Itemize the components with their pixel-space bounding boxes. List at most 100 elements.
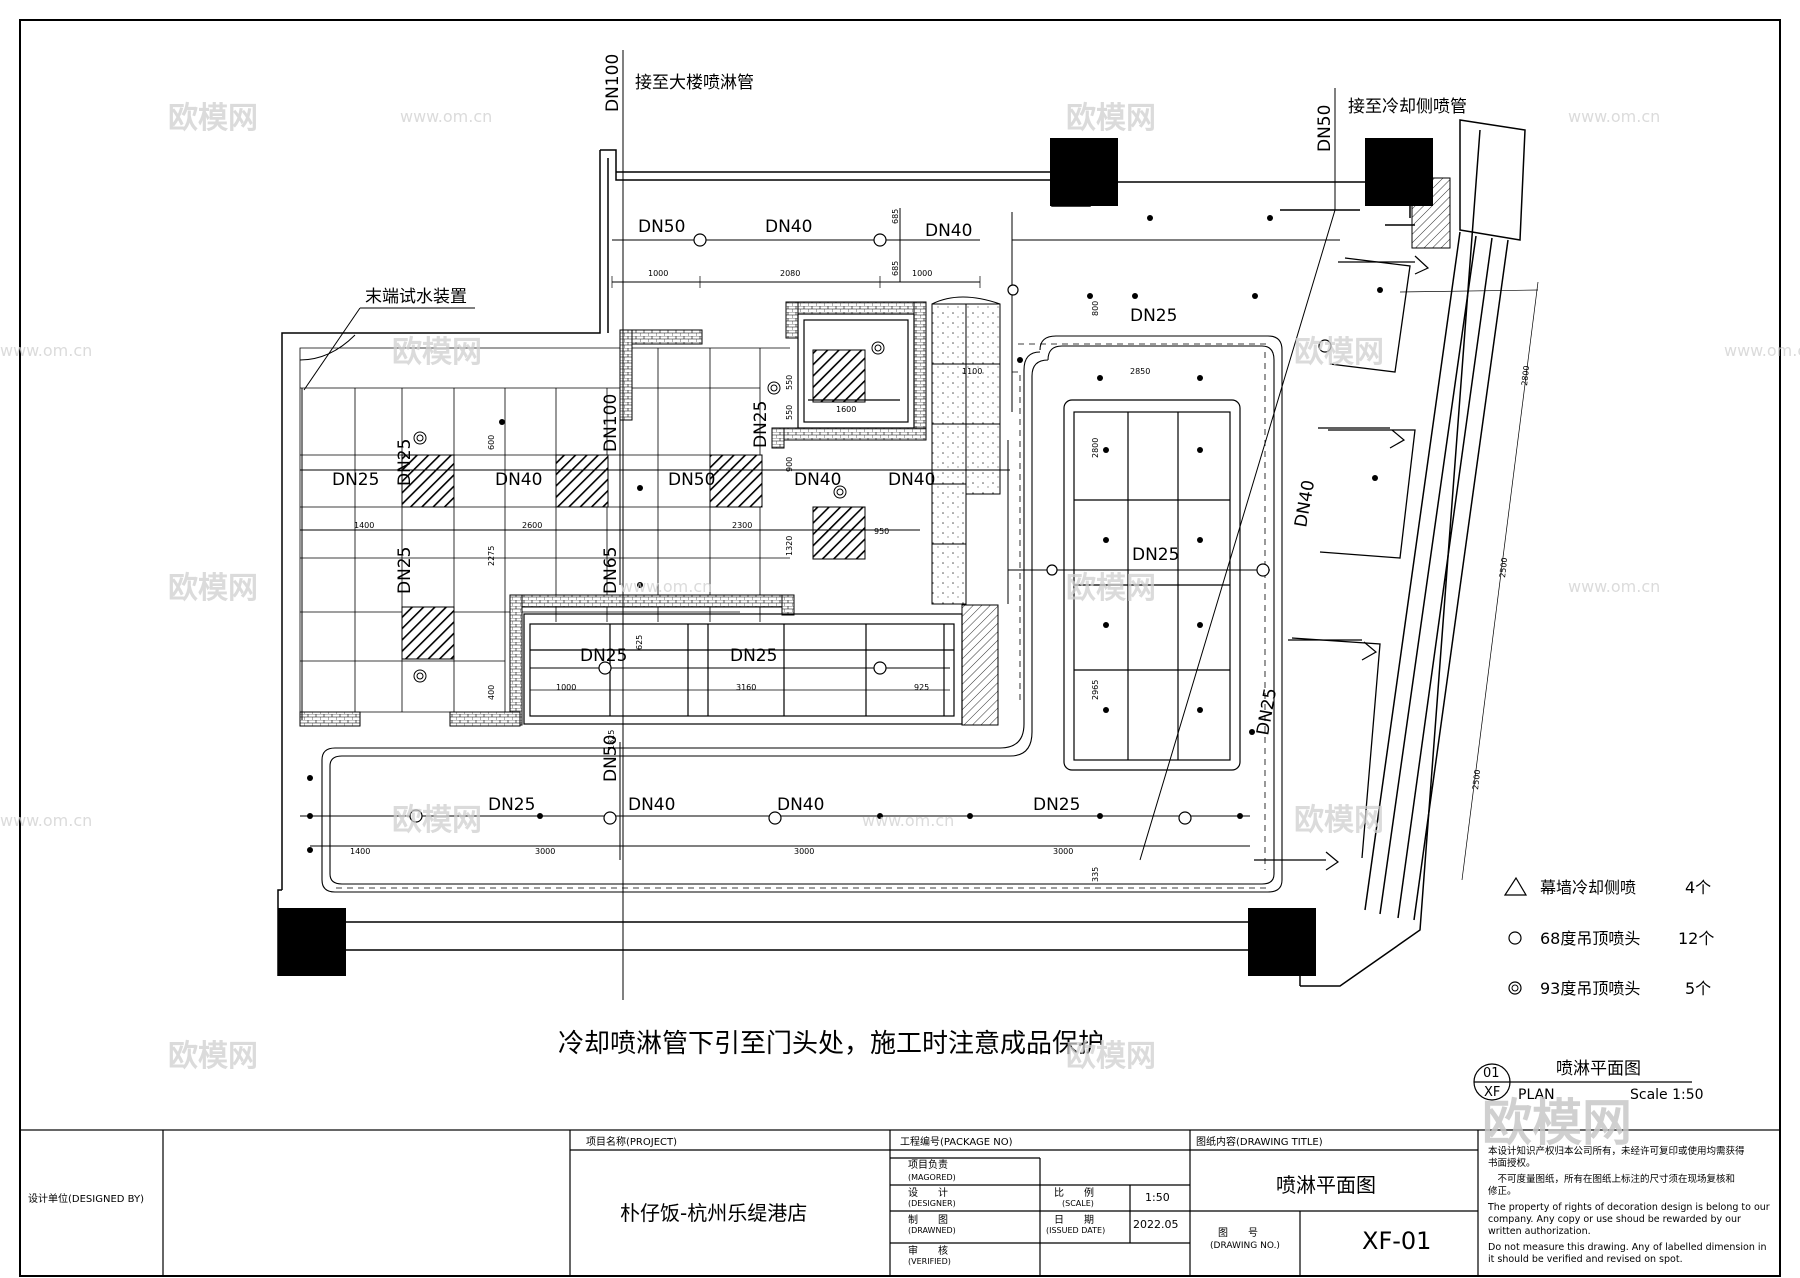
plan-label: 01 XF 喷淋平面图 PLAN Scale 1:50 <box>1473 1059 1704 1103</box>
sprinkler-heads <box>409 233 1332 825</box>
label-dn40-top-a: DN40 <box>765 217 812 237</box>
svg-text:93度吊顶喷头: 93度吊顶喷头 <box>1540 979 1640 998</box>
title-block-text: 设计单位(DESIGNED BY) 项目名称(PROJECT) 朴仔饭-杭州乐缇… <box>28 1135 1770 1266</box>
nozzle-dots <box>307 215 1383 853</box>
svg-text:1400: 1400 <box>354 521 374 530</box>
dimension-lines <box>300 276 1539 881</box>
curtain-supply-label: 接至冷却侧喷管 <box>1348 97 1467 117</box>
title-block <box>19 1129 1781 1277</box>
svg-text:5个: 5个 <box>1685 979 1711 998</box>
label-dn40-low-b: DN40 <box>777 795 824 815</box>
svg-text:1400: 1400 <box>350 847 370 856</box>
booth-seating <box>1063 399 1241 771</box>
svg-text:Do not measure this drawing. A: Do not measure this drawing. Any of labe… <box>1488 1242 1767 1253</box>
svg-text:01: 01 <box>1483 1066 1500 1081</box>
svg-text:审 核: 审 核 <box>908 1244 948 1257</box>
svg-text:2500: 2500 <box>1471 769 1482 790</box>
label-dn100-supply: DN100 <box>603 54 623 112</box>
label-dn40-mid-b: DN40 <box>794 470 841 490</box>
label-dn40-low-a: DN40 <box>628 795 675 815</box>
svg-text:1825: 1825 <box>607 730 616 750</box>
svg-text:www.om.cn: www.om.cn <box>620 577 712 596</box>
column-hatch <box>1411 177 1451 249</box>
svg-text:(DRAWING NO.): (DRAWING NO.) <box>1210 1241 1280 1251</box>
svg-text:2080: 2080 <box>780 269 800 278</box>
svg-text:800: 800 <box>1091 301 1100 316</box>
svg-text:www.om.cn: www.om.cn <box>0 811 92 830</box>
circle-icon <box>1508 931 1522 945</box>
logo-watermark: 欧模网 <box>1482 1094 1632 1152</box>
svg-text:www.om.cn: www.om.cn <box>1568 577 1660 596</box>
structural-columns <box>278 138 1433 976</box>
svg-text:3000: 3000 <box>794 847 814 856</box>
svg-text:XF: XF <box>1484 1085 1500 1100</box>
label-dn25-left: DN25 <box>332 470 379 490</box>
counter-block <box>523 613 963 725</box>
construction-note: 冷却喷淋管下引至门头处，施工时注意成品保护 <box>558 1029 1104 1059</box>
label-dn25-low-a: DN25 <box>488 795 535 815</box>
label-dn50-mid: DN50 <box>668 470 715 490</box>
svg-text:written authorization.: written authorization. <box>1488 1226 1591 1237</box>
svg-text:欧模网: 欧模网 <box>1066 101 1156 136</box>
svg-text:(VERIFIED): (VERIFIED) <box>908 1257 951 1266</box>
svg-text:2275: 2275 <box>487 546 496 566</box>
svg-text:685: 685 <box>891 209 900 224</box>
svg-text:3160: 3160 <box>736 683 756 692</box>
svg-text:日 期: 日 期 <box>1054 1214 1094 1226</box>
svg-text:2500: 2500 <box>1498 557 1509 578</box>
drawing-number: XF-01 <box>1362 1227 1431 1255</box>
building-supply-label: 接至大楼喷淋管 <box>635 73 754 93</box>
project-name: 朴仔饭-杭州乐缇港店 <box>620 1201 807 1225</box>
legend: 幕墙冷却侧喷 4个 68度吊顶喷头 12个 93度吊顶喷头 5个 <box>1503 876 1714 998</box>
end-test-device-label: 末端试水装置 <box>365 287 467 307</box>
curtain-wall-nozzle-arrows <box>1254 255 1430 871</box>
label-dn25-low-b: DN25 <box>1033 795 1080 815</box>
svg-text:900: 900 <box>785 457 794 472</box>
label-dn40-right: DN40 <box>1291 479 1319 529</box>
label-dn25-upper: DN25 <box>1130 306 1177 326</box>
label-dn25-left-v1: DN25 <box>395 439 415 486</box>
double-circle-icon <box>1508 981 1522 995</box>
svg-text:625: 625 <box>635 635 644 650</box>
svg-text:工程编号(PACKAGE NO): 工程编号(PACKAGE NO) <box>900 1135 1013 1148</box>
svg-text:1000: 1000 <box>912 269 932 278</box>
svg-text:925: 925 <box>914 683 929 692</box>
label-dn25-counter-a: DN25 <box>580 646 627 666</box>
svg-text:设计单位(DESIGNED BY): 设计单位(DESIGNED BY) <box>28 1192 144 1205</box>
svg-text:550: 550 <box>785 375 794 390</box>
label-dn50-top: DN50 <box>638 217 685 237</box>
svg-text:喷淋平面图: 喷淋平面图 <box>1556 1059 1641 1079</box>
svg-text:The property of rights of deco: The property of rights of decoration des… <box>1487 1202 1770 1213</box>
svg-text:68度吊顶喷头: 68度吊顶喷头 <box>1540 929 1640 948</box>
svg-text:图 号: 图 号 <box>1218 1227 1258 1239</box>
svg-text:2022.05: 2022.05 <box>1133 1218 1179 1231</box>
svg-text:图纸内容(DRAWING TITLE): 图纸内容(DRAWING TITLE) <box>1196 1135 1323 1148</box>
svg-text:幕墙冷却侧喷: 幕墙冷却侧喷 <box>1540 878 1636 897</box>
rounded-soffit <box>321 335 1283 893</box>
svg-text:2300: 2300 <box>732 521 752 530</box>
label-dn25-room: DN25 <box>1132 545 1179 565</box>
label-dn40-mid-a: DN40 <box>495 470 542 490</box>
svg-text:比 例: 比 例 <box>1054 1186 1094 1199</box>
svg-text:制 图: 制 图 <box>908 1213 948 1226</box>
svg-text:欧模网: 欧模网 <box>392 803 482 838</box>
svg-text:2965: 2965 <box>1091 680 1100 700</box>
svg-text:3000: 3000 <box>1053 847 1073 856</box>
svg-text:欧模网: 欧模网 <box>392 335 482 370</box>
svg-text:1000: 1000 <box>556 683 576 692</box>
svg-text:1:50: 1:50 <box>1145 1191 1170 1204</box>
svg-text:欧模网: 欧模网 <box>1294 335 1384 370</box>
svg-text:PLAN: PLAN <box>1518 1087 1555 1103</box>
svg-text:685: 685 <box>891 261 900 276</box>
svg-text:2800: 2800 <box>1520 365 1531 386</box>
svg-text:www.om.cn: www.om.cn <box>1724 341 1800 360</box>
svg-text:1100: 1100 <box>962 367 982 376</box>
small-room <box>797 313 915 429</box>
svg-text:设 计: 设 计 <box>908 1186 948 1199</box>
label-dn25-right: DN25 <box>1253 687 1281 737</box>
svg-text:本设计知识产权归本公司所有，未经许可复印或使用均需获得: 本设计知识产权归本公司所有，未经许可复印或使用均需获得 <box>1488 1145 1745 1157</box>
glass-strip <box>931 296 1001 605</box>
svg-text:项目负责: 项目负责 <box>908 1158 948 1171</box>
svg-text:335: 335 <box>1091 867 1100 882</box>
